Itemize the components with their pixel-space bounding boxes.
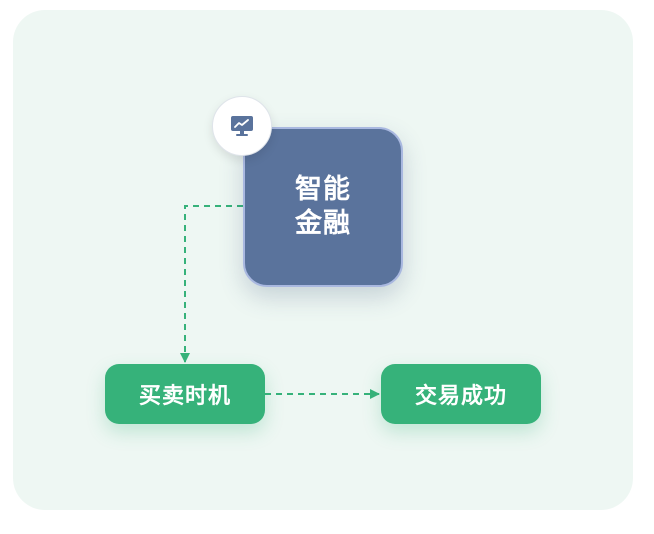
node-icon-badge <box>212 96 272 156</box>
node-buy-timing[interactable]: 买卖时机 <box>105 364 265 424</box>
node-trade-success[interactable]: 交易成功 <box>381 364 541 424</box>
node-buy-timing-label: 买卖时机 <box>138 384 231 409</box>
monitor-chart-icon <box>231 116 253 136</box>
node-smart-finance[interactable]: 智能 金融 <box>243 127 403 287</box>
node-smart-finance-line2: 金融 <box>295 208 351 239</box>
node-trade-success-label: 交易成功 <box>414 384 507 409</box>
node-smart-finance-line1: 智能 <box>295 174 351 205</box>
